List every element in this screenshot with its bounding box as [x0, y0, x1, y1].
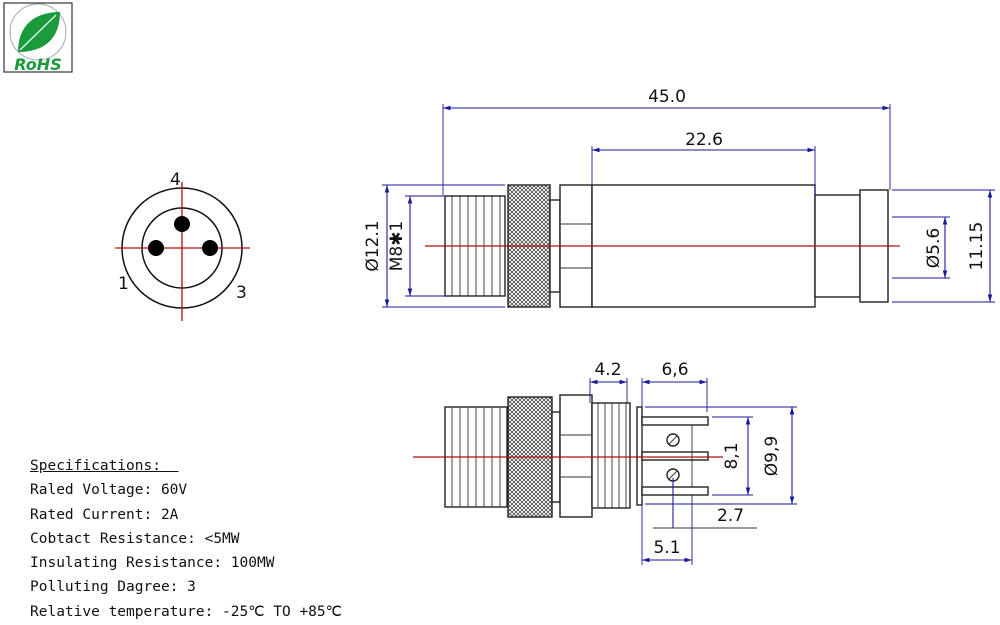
rohs-text: RoHS [14, 55, 61, 74]
spec-contact-resistance: Cobtact Resistance: <5MW [30, 530, 240, 547]
pin-label-3: 3 [236, 283, 247, 303]
bottom-view: 4.2 6,6 Ø9,9 8,1 2.7 5.1 [413, 360, 797, 565]
dim-thread: M8✱1 [387, 221, 407, 272]
dim-pin-span: 8,1 [722, 442, 742, 469]
spec-pollution-degree: Polluting Dagree: 3 [30, 579, 196, 596]
pin-label-1: 1 [118, 274, 129, 294]
rohs-logo: RoHS [3, 2, 73, 74]
spec-rated-voltage: Raled Voltage: 60V [30, 482, 188, 499]
specifications-title: Specifications: [30, 458, 161, 474]
pin-face-diagram: 4 1 3 [115, 170, 250, 321]
pin-1 [148, 240, 164, 256]
spec-temperature: Relative temperature: -25℃ TO +85℃ [30, 603, 342, 620]
dim-flange-diameter: Ø9,9 [762, 436, 782, 476]
dim-thread-length: 4.2 [594, 360, 621, 380]
dim-cable-diameter: Ø5.6 [924, 228, 944, 268]
spec-insulating-resistance: Insulating Resistance: 100MW [30, 555, 275, 572]
dim-body-length: 22.6 [685, 130, 723, 150]
specifications-block: Specifications: Raled Voltage: 60V Rated… [30, 454, 342, 624]
dim-overall-length: 45.0 [648, 87, 686, 107]
pin-3 [202, 240, 218, 256]
dim-outer-diameter: Ø12.1 [363, 220, 383, 271]
dim-block-length: 6,6 [661, 360, 688, 380]
dim-screw-offset: 5.1 [653, 538, 680, 558]
dim-pin-offset: 2.7 [717, 506, 744, 526]
pin-4 [174, 216, 190, 232]
pin-label-4: 4 [170, 170, 181, 190]
top-view: 45.0 22.6 Ø12.1 M8✱1 11.15 Ø5.6 [363, 87, 995, 308]
dim-nut-height: 11.15 [967, 222, 987, 271]
spec-rated-current: Rated Current: 2A [30, 506, 179, 523]
